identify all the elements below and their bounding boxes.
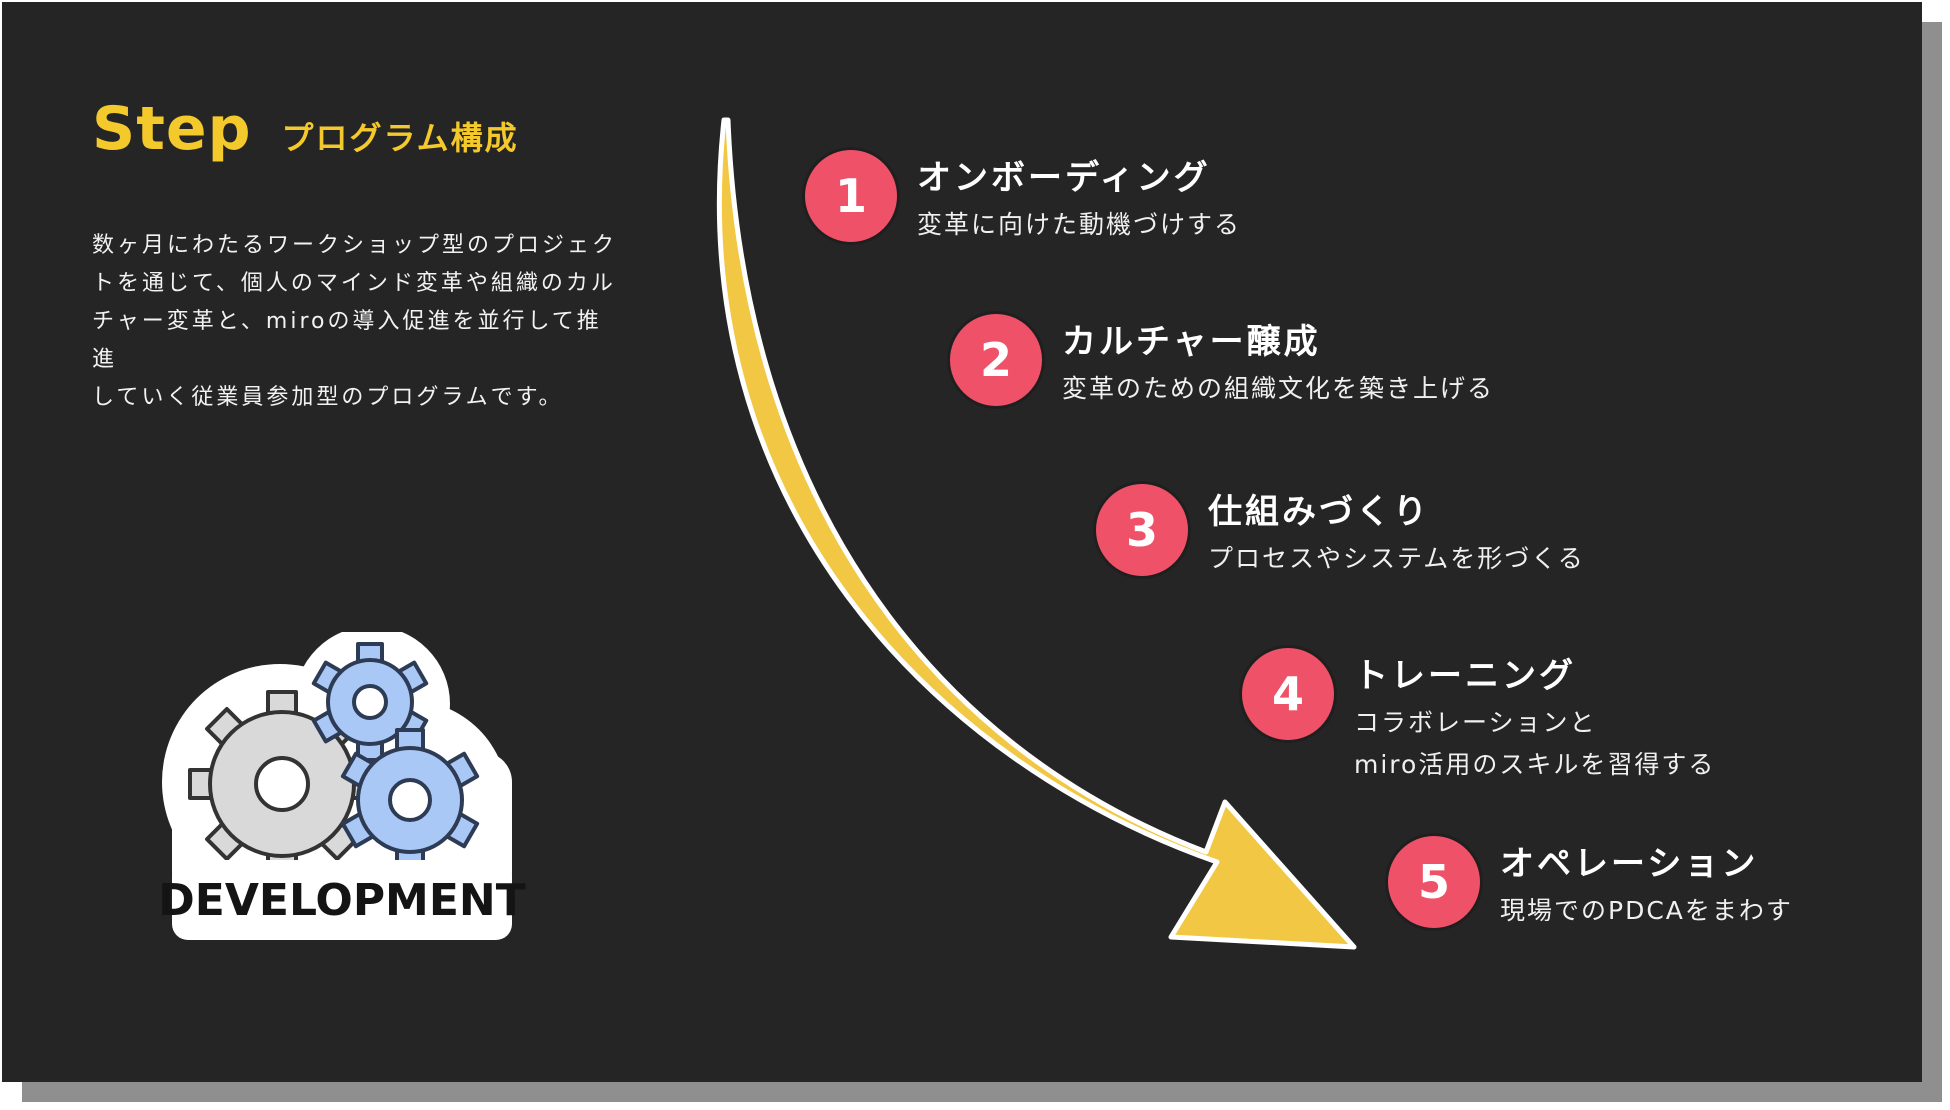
step-number-badge: 1	[805, 150, 897, 242]
step-number-badge: 2	[950, 314, 1042, 406]
description-line: チャー変革と、miroの導入促進を並行して推進	[92, 309, 602, 372]
slide: Step プログラム構成 数ヶ月にわたるワークショップ型のプロジェク トを通じて…	[2, 2, 1922, 1082]
step-title: トレーニング	[1354, 656, 1576, 696]
step-description: コラボレーションと miro活用のスキルを習得する	[1354, 702, 1715, 786]
step-training: 4 トレーニング コラボレーションと miro活用のスキルを習得する	[1242, 648, 1715, 786]
description-line: 数ヶ月にわたるワークショップ型のプロジェク	[92, 233, 618, 258]
step-title: 仕組みづくり	[1208, 492, 1430, 532]
development-label: DEVELOPMENT	[158, 860, 526, 940]
step-description: 変革のための組織文化を築き上げる	[1062, 374, 1495, 403]
step-system: 3 仕組みづくり プロセスやシステムを形づくる	[1096, 484, 1585, 580]
curved-arrow-icon	[717, 117, 1357, 950]
step-description-line: miro活用のスキルを習得する	[1354, 750, 1716, 779]
step-title: オペレーション	[1500, 844, 1759, 884]
step-number-badge: 4	[1242, 648, 1334, 740]
title-step: Step	[92, 94, 252, 164]
title-subtitle: プログラム構成	[281, 119, 519, 157]
program-description: 数ヶ月にわたるワークショップ型のプロジェク トを通じて、個人のマインド変革や組織…	[92, 227, 622, 417]
development-sticker: DEVELOPMENT	[158, 626, 526, 952]
step-number-badge: 5	[1388, 836, 1480, 928]
step-number-badge: 3	[1096, 484, 1188, 576]
step-description: 現場でのPDCAをまわす	[1500, 896, 1793, 925]
step-onboarding: 1 オンボーディング 変革に向けた動機づけする	[805, 150, 1241, 246]
slide-title: Step プログラム構成	[92, 94, 519, 164]
step-description: プロセスやシステムを形づくる	[1208, 544, 1585, 573]
step-title: オンボーディング	[917, 158, 1211, 198]
step-description: 変革に向けた動機づけする	[917, 210, 1242, 239]
step-title: カルチャー醸成	[1062, 322, 1321, 362]
step-culture: 2 カルチャー醸成 変革のための組織文化を築き上げる	[950, 314, 1494, 410]
step-operation: 5 オペレーション 現場でのPDCAをまわす	[1388, 836, 1793, 932]
description-line: していく従業員参加型のプログラムです。	[92, 385, 564, 410]
description-line: トを通じて、個人のマインド変革や組織のカル	[92, 271, 616, 296]
step-description-line: コラボレーションと	[1354, 708, 1597, 737]
